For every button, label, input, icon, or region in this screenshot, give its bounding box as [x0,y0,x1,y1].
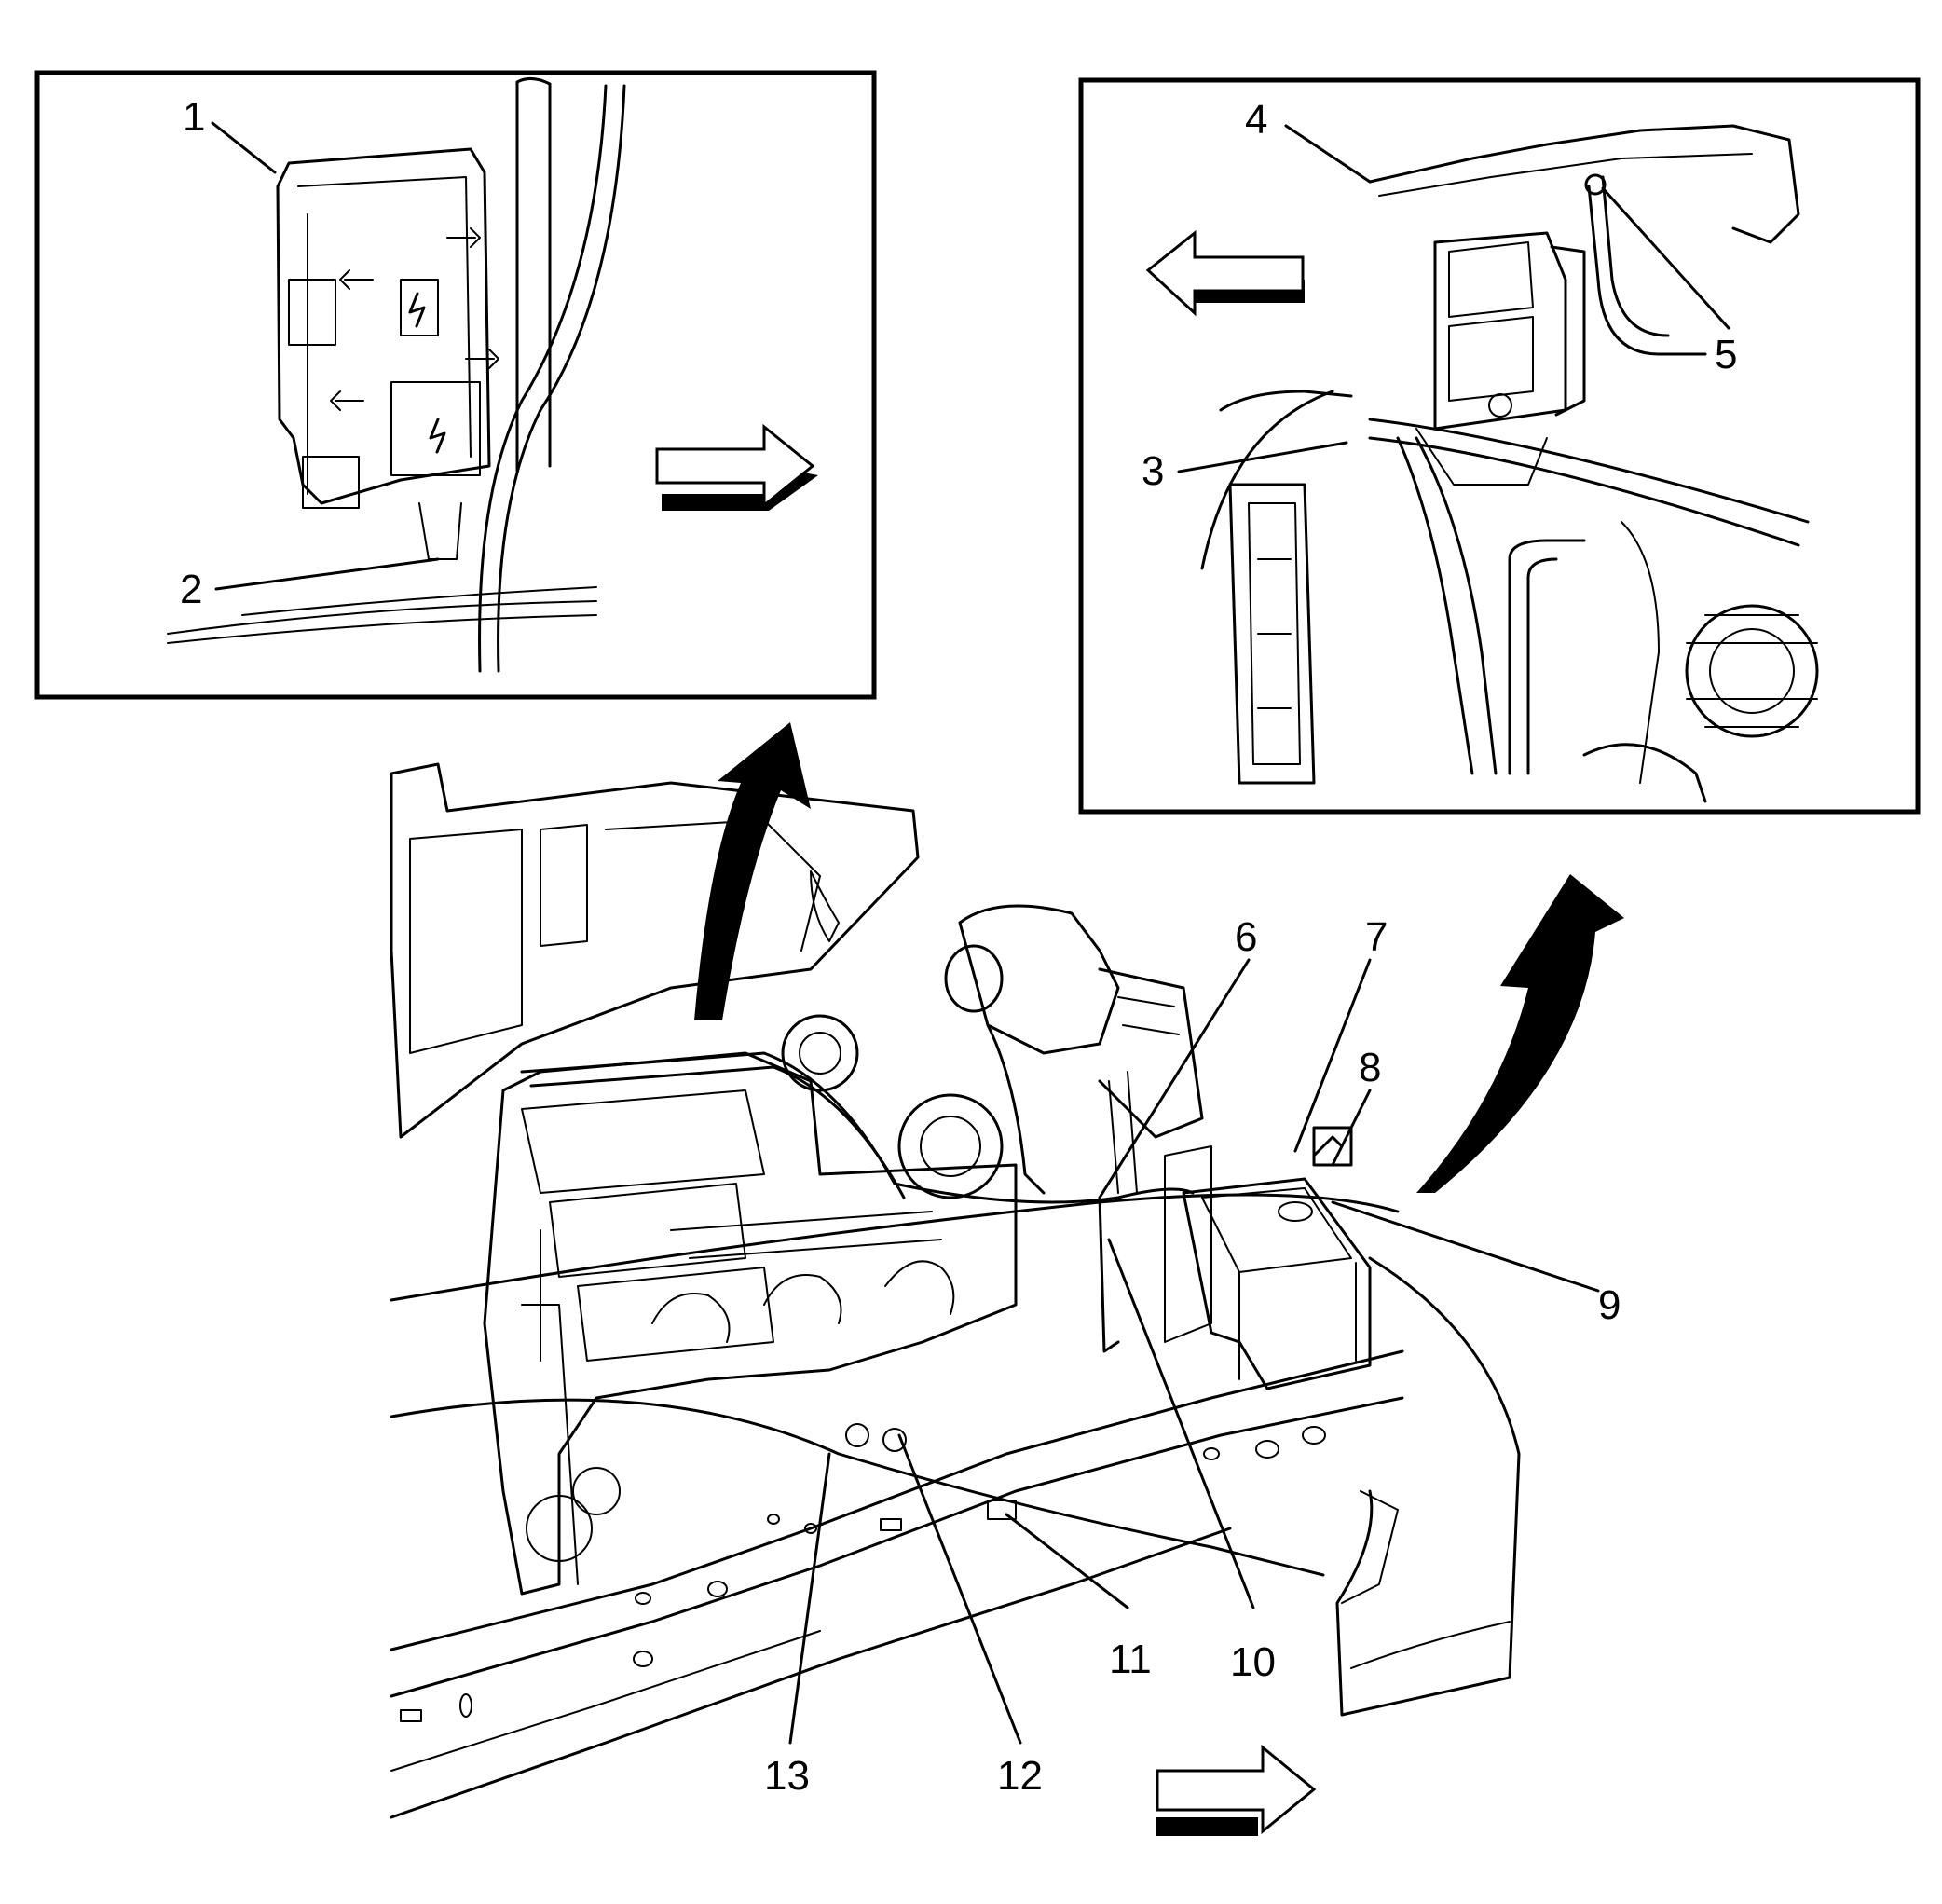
engine-bay [390,762,1521,1819]
callout-12: 12 [997,1753,1043,1799]
inset-panel-junction-block [34,70,877,700]
battery-main [1182,1135,1372,1390]
leader-10 [1107,1238,1255,1609]
leader-8 [1340,1089,1372,1148]
callout-7: 7 [1365,914,1388,960]
leader-6 [1098,958,1251,1199]
zoom-arrow-right [1416,874,1624,1193]
zoom-arrow-left [694,722,811,1020]
callout-8: 8 [1359,1045,1381,1090]
callout-3: 3 [1142,448,1164,494]
leader-7 [1293,958,1372,1153]
junction-block [276,147,499,560]
view-direction-arrow-3 [1156,1744,1317,1836]
battery [1415,231,1586,486]
alternator-main [781,1014,1004,1199]
callout-5: 5 [1715,332,1737,377]
leader-13 [788,1452,831,1745]
leader-12 [897,1433,1022,1745]
view-direction-arrow-2 [1145,229,1305,317]
inset-panel-battery [1078,77,1921,815]
callout-1: 1 [183,94,205,140]
callout-6: 6 [1235,914,1257,960]
callout-11: 11 [1109,1637,1152,1682]
callout-4: 4 [1245,97,1267,143]
leader-9 [1331,1200,1600,1293]
alternator-inset [1582,604,1819,803]
callout-13: 13 [764,1753,810,1799]
callout-9: 9 [1598,1282,1621,1328]
frame-holes [400,1426,1326,1722]
callout-10: 10 [1230,1639,1276,1685]
engine [483,1051,1018,1596]
leader-11 [1005,1513,1129,1609]
callout-2: 2 [180,567,202,612]
view-direction-arrow-1 [655,423,818,511]
air-intake [944,904,1204,1195]
